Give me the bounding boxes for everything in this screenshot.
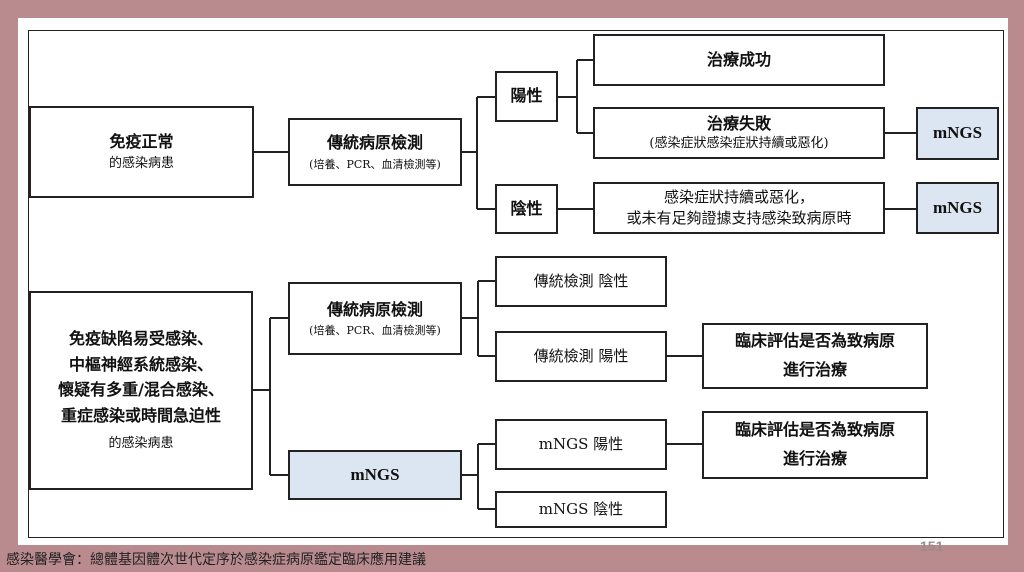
fail-title: 治療失敗 — [706, 113, 771, 133]
persist-line1: 感染症狀持續或惡化， — [663, 188, 814, 206]
diagram-frame — [28, 30, 1004, 538]
mngs-neg-label: mNGS 陰性 — [538, 499, 624, 518]
positive-label: 陽性 — [510, 86, 543, 106]
footer-source: 感染醫學會：總體基因體次世代定序於感染症病原鑑定臨床應用建議 — [6, 552, 426, 568]
mngs-negative-box: mNGS 陰性 — [495, 491, 667, 528]
treatment-success-box: 治療成功 — [593, 34, 885, 86]
immune-normal-box: 免疫正常的感染病患 — [29, 106, 254, 198]
mngs-box-1: mNGS — [916, 107, 999, 160]
group-line: 中樞神經系統感染、 — [68, 354, 213, 374]
eval-line1: 臨床評估是否為致病原 — [734, 420, 895, 440]
group-line: 懷疑有多重/混合感染、 — [58, 380, 224, 400]
eval-line2: 進行治療 — [782, 449, 847, 468]
clinical-eval-box-2: 臨床評估是否為致病原進行治療 — [702, 411, 928, 479]
group-line: 免疫缺陷易受感染、 — [68, 328, 213, 348]
negative-box: 陰性 — [495, 184, 558, 234]
traditional-test-box-top: 傳統病原檢測 (培養、PCR、血清檢測等) — [288, 118, 462, 186]
traditional-test-box-bottom: 傳統病原檢測 (培養、PCR、血清檢測等) — [288, 282, 462, 355]
mngs-box-2: mNGS — [916, 182, 999, 234]
mngs-label: mNGS — [932, 197, 983, 217]
mngs-label: mNGS — [350, 464, 400, 484]
page-number: 151 — [920, 538, 944, 554]
mngs-pos-label: mNGS 陽性 — [538, 434, 624, 453]
persist-line2: 或未有足夠證據支持感染致病原時 — [626, 209, 852, 227]
eval-line2: 進行治療 — [782, 360, 847, 379]
test-title: 傳統病原檢測 — [326, 299, 423, 319]
clinical-eval-box-1: 臨床評估是否為致病原進行治療 — [702, 323, 928, 389]
test-title: 傳統病原檢測 — [326, 133, 423, 153]
immunocompromised-box: 免疫缺陷易受感染、中樞神經系統感染、懷疑有多重/混合感染、重症感染或時間急迫性的… — [29, 291, 253, 490]
test-sub: (培養、PCR、血清檢測等) — [309, 157, 441, 171]
mngs-label: mNGS — [932, 123, 983, 143]
group-title: 免疫正常 — [109, 131, 174, 151]
eval-line1: 臨床評估是否為致病原 — [734, 331, 895, 351]
negative-label: 陰性 — [510, 198, 543, 218]
group-line: 重症感染或時間急迫性 — [60, 405, 221, 425]
trad-pos-label: 傳統檢測 陽性 — [533, 346, 629, 365]
mngs-box-bottom: mNGS — [288, 450, 462, 500]
success-label: 治療成功 — [706, 49, 771, 69]
fail-sub: (感染症狀感染症狀持續或惡化) — [649, 136, 829, 152]
group-sub: 的感染病患 — [108, 436, 174, 452]
treatment-fail-box: 治療失敗 (感染症狀感染症狀持續或惡化) — [593, 107, 885, 159]
positive-box: 陽性 — [495, 71, 558, 122]
test-sub: (培養、PCR、血清檢測等) — [309, 324, 441, 338]
symptoms-persist-box: 感染症狀持續或惡化， 或未有足夠證據支持感染致病原時 — [593, 182, 885, 234]
group-sub: 的感染病患 — [108, 156, 174, 172]
traditional-positive-box: 傳統檢測 陽性 — [495, 331, 667, 382]
mngs-positive-box: mNGS 陽性 — [495, 419, 667, 470]
trad-neg-label: 傳統檢測 陰性 — [533, 271, 629, 290]
traditional-negative-box: 傳統檢測 陰性 — [495, 256, 667, 307]
